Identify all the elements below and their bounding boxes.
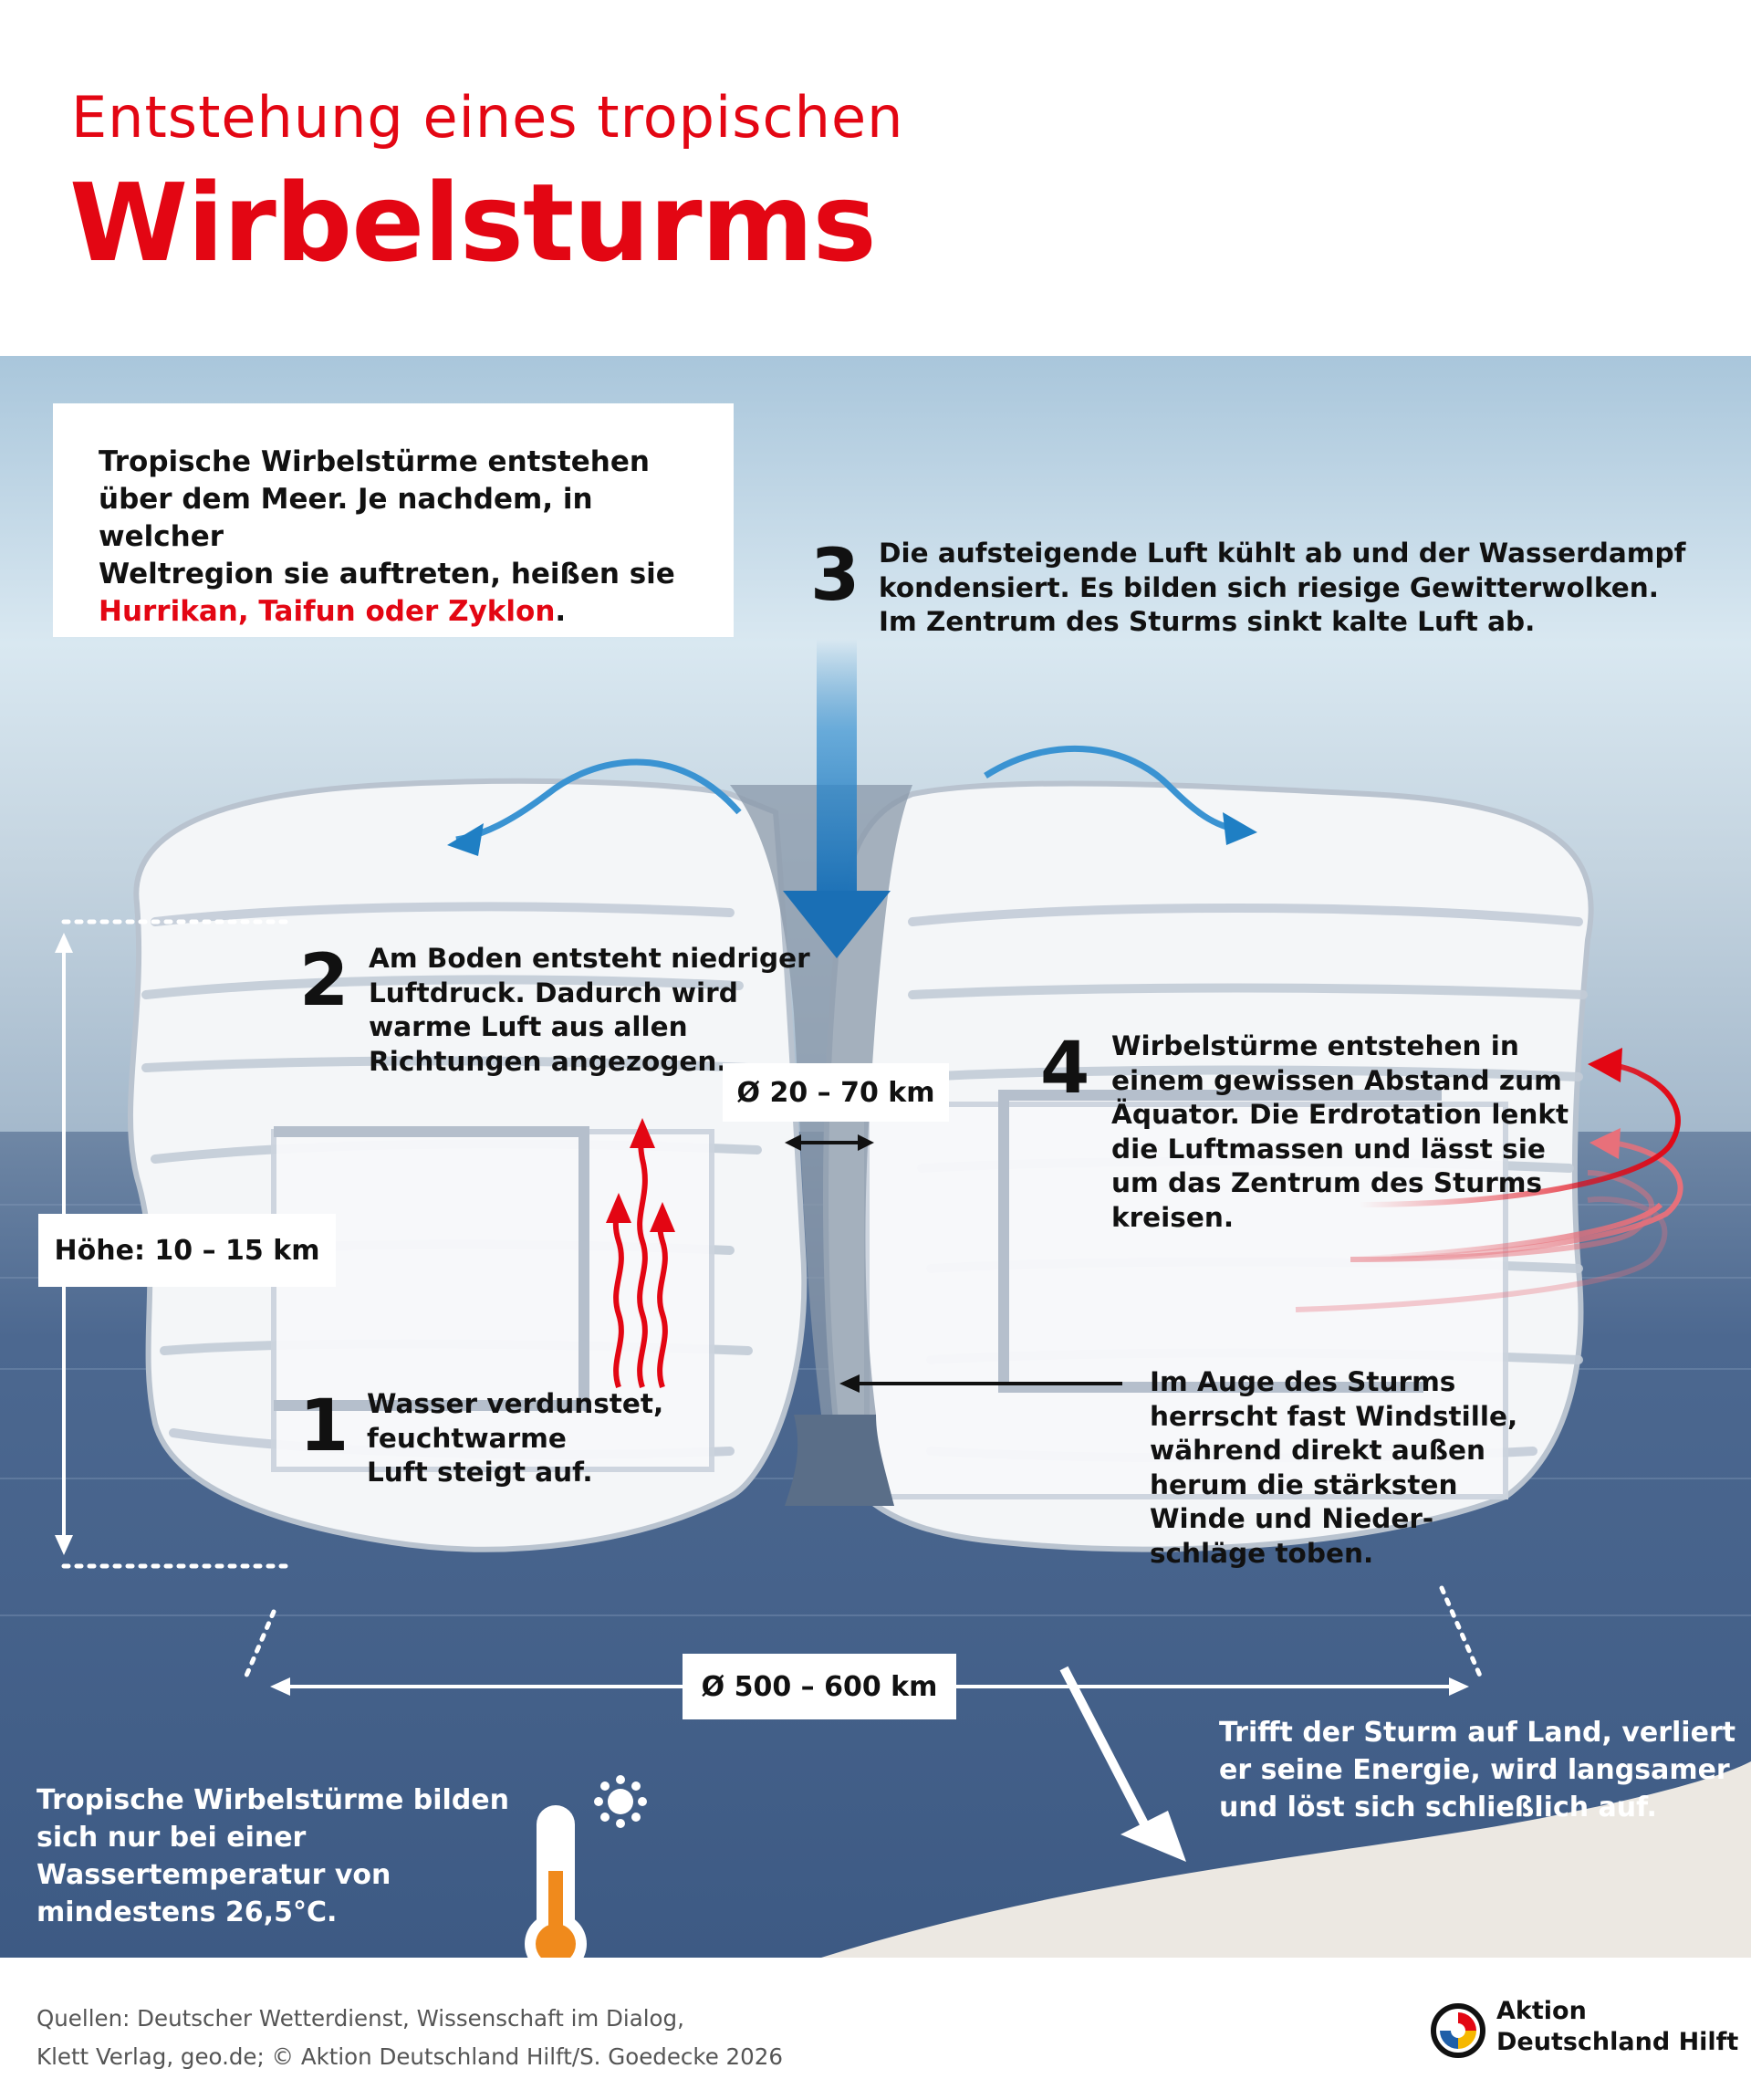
step-1-line: Wasser verdunstet, — [367, 1388, 664, 1419]
sources-line-2: Klett Verlag, geo.de; © Aktion Deutschla… — [36, 2043, 783, 2070]
step-3-line: Die aufsteigende Luft kühlt ab und der W… — [879, 538, 1686, 569]
outflow-right-arrow — [984, 745, 1242, 834]
intro-line-3: Weltregion sie auftreten, heißen sie — [99, 558, 675, 590]
step-1-line: Luft steigt auf. — [367, 1457, 593, 1488]
step-4-line: kreisen. — [1111, 1201, 1235, 1233]
eye-note-line: herrscht fast Windstille, — [1150, 1400, 1518, 1432]
step-2-line: Am Boden entsteht niedriger — [369, 943, 810, 974]
brand-line-1: Aktion — [1496, 1997, 1587, 2025]
sinking-air-arrow — [817, 639, 857, 904]
step-2-number: 2 — [299, 940, 349, 1022]
eye-note: Im Auge des Sturms herrscht fast Windsti… — [1150, 1365, 1517, 1571]
storm-diameter-label: Ø 500 – 600 km — [683, 1654, 956, 1719]
step-1-text: Wasser verdunstet, feuchtwarme Luft stei… — [367, 1387, 663, 1490]
temperature-note-line: Tropische Wirbelstürme bilden — [36, 1784, 510, 1816]
intro-line-1: Tropische Wirbelstürme entstehen — [99, 445, 650, 478]
step-4-line: Wirbelstürme entstehen in — [1111, 1030, 1519, 1061]
land-note: Trifft der Sturm auf Land, verliert er s… — [1219, 1714, 1735, 1826]
cloud-right — [823, 780, 1594, 1552]
step-3-line: Im Zentrum des Sturms sinkt kalte Luft a… — [879, 606, 1536, 637]
sources: Quellen: Deutscher Wetterdienst, Wissens… — [36, 2000, 783, 2076]
outflow-left-arrow — [455, 758, 742, 843]
step-2-line: Luftdruck. Dadurch wird — [369, 977, 738, 1008]
land-note-line: Trifft der Sturm auf Land, verliert — [1219, 1717, 1736, 1749]
intro-line-2: über dem Meer. Je nachdem, in welcher — [99, 483, 593, 553]
step-4-line: einem gewissen Abstand zum — [1111, 1064, 1562, 1096]
eye-note-line: Winde und Nieder- — [1150, 1503, 1434, 1534]
land-note-line: und löst sich schließlich auf. — [1219, 1792, 1657, 1823]
temperature-note-line: sich nur bei einer — [36, 1822, 307, 1854]
title-line-1: Entstehung eines tropischen — [71, 84, 904, 151]
intro-box: Tropische Wirbelstürme entstehen über de… — [53, 403, 734, 637]
brand-icon — [1431, 2003, 1485, 2058]
step-4-line: um das Zentrum des Sturms — [1111, 1167, 1543, 1198]
thermometer-icon — [525, 1805, 587, 1958]
temperature-note-line: Wassertemperatur von — [36, 1859, 391, 1891]
brand-line-2: Deutschland Hilft — [1496, 2028, 1739, 2056]
step-3-number: 3 — [810, 535, 860, 617]
intro-end: . — [555, 595, 567, 628]
eye-diameter-label: Ø 20 – 70 km — [723, 1063, 949, 1122]
step-4-line: Äquator. Die Erdrotation lenkt — [1111, 1099, 1569, 1130]
temperature-note: Tropische Wirbelstürme bilden sich nur b… — [36, 1781, 509, 1931]
eye-note-line: schläge toben. — [1150, 1537, 1374, 1569]
step-3-text: Die aufsteigende Luft kühlt ab und der W… — [879, 537, 1685, 640]
brand-name: Aktion Deutschland Hilft — [1496, 1996, 1738, 2058]
step-4-number: 4 — [1040, 1028, 1090, 1110]
eye-note-line: Im Auge des Sturms — [1150, 1366, 1456, 1397]
step-4-line: die Luftmassen und lässt sie — [1111, 1133, 1546, 1165]
temperature-note-line: mindestens 26,5°C. — [36, 1896, 338, 1928]
step-1-line: feuchtwarme — [367, 1422, 567, 1454]
step-1-number: 1 — [299, 1385, 349, 1468]
eye-note-line: herum die stärksten — [1150, 1468, 1458, 1500]
step-3-line: kondensiert. Es bilden sich riesige Gewi… — [879, 571, 1659, 603]
step-4-text: Wirbelstürme entstehen in einem gewissen… — [1111, 1029, 1569, 1235]
header: Entstehung eines tropischen Wirbelsturms — [0, 0, 1751, 356]
page-title: Wirbelsturms — [69, 160, 877, 286]
brand-logo: Aktion Deutschland Hilft — [1431, 1997, 1738, 2063]
illustration: Tropische Wirbelstürme entstehen über de… — [0, 356, 1751, 1958]
cloud-left — [127, 778, 808, 1552]
step-2-line: warme Luft aus allen — [369, 1011, 688, 1042]
eye-note-line: während direkt außen — [1150, 1435, 1486, 1466]
sources-line-1: Quellen: Deutscher Wetterdienst, Wissens… — [36, 2005, 684, 2032]
rotation-arrows — [1295, 1048, 1683, 1312]
sun-icon — [594, 1775, 647, 1828]
step-2-line: Richtungen angezogen. — [369, 1045, 727, 1077]
step-2-text: Am Boden entsteht niedriger Luftdruck. D… — [369, 942, 810, 1079]
footer: Quellen: Deutscher Wetterdienst, Wissens… — [0, 1958, 1751, 2100]
intro-highlight: Hurrikan, Taifun oder Zyklon — [99, 595, 556, 628]
height-label: Höhe: 10 – 15 km — [38, 1214, 336, 1287]
land-note-line: er seine Energie, wird langsamer — [1219, 1754, 1730, 1786]
